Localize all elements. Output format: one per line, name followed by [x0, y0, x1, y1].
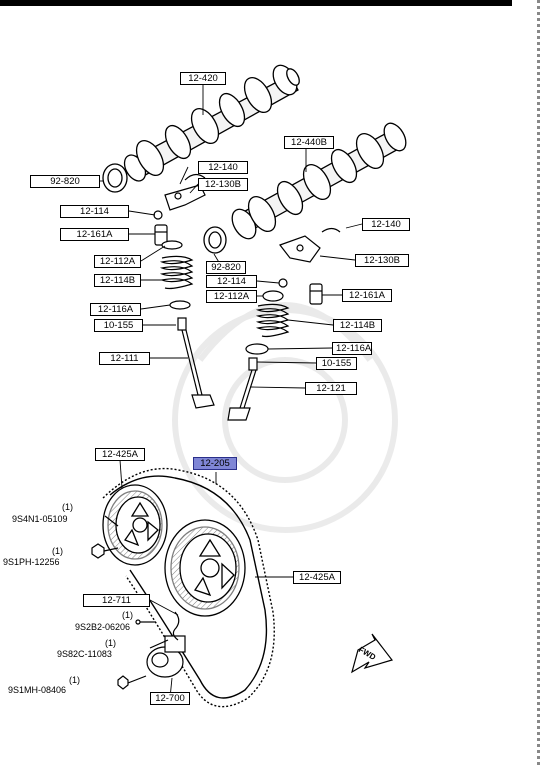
label-rocker-arm-right: 12-130B [355, 254, 409, 267]
cam-sprocket-left [102, 484, 168, 566]
fasteners [91, 515, 169, 690]
leader-lines [100, 84, 363, 699]
watermark [172, 302, 398, 533]
label-adjuster-left: 12-114 [60, 205, 129, 218]
pn-fastener-4: 9S82C-11083 [57, 649, 112, 659]
label-tensioner-spring: 12-711 [83, 594, 150, 607]
label-rocker-arm-top: 12-130B [198, 178, 248, 191]
oil-seal-right [203, 226, 227, 254]
label-spring-seat-left: 12-112A [94, 255, 141, 268]
label-valve-intake: 12-111 [99, 352, 150, 365]
pn-fastener-1: 9S4N1-05109 [12, 514, 68, 524]
label-lash-adjuster-right: 12-140 [362, 218, 410, 231]
label-lifter-right: 12-161A [342, 289, 392, 302]
label-camshaft-intake: 12-420 [180, 72, 226, 85]
qty-fastener-2: (1) [52, 546, 63, 556]
label-oil-seal-left: 92-820 [30, 175, 100, 188]
lifter-left [154, 224, 168, 246]
adjuster-left [153, 210, 163, 220]
label-spring-seat-right: 12-112A [206, 290, 257, 303]
label-valve-guide-left: 10-155 [94, 319, 143, 332]
rocker-arm-right [279, 227, 341, 263]
lifter-right [309, 283, 323, 305]
label-retainer-left: 12-116A [90, 303, 141, 316]
label-sprocket-left: 12-425A [95, 448, 145, 461]
adjuster-right [278, 278, 288, 288]
label-spring-right: 12-114B [333, 319, 382, 332]
label-tensioner: 12-700 [150, 692, 190, 705]
label-lifter-left: 12-161A [60, 228, 129, 241]
valve-assembly-right [227, 290, 290, 421]
camshaft-intake [123, 64, 300, 182]
label-oil-seal-right: 92-820 [206, 261, 246, 274]
label-camshaft-exhaust: 12-440B [284, 136, 334, 149]
fwd-arrow [351, 633, 394, 674]
qty-fastener-1: (1) [62, 502, 73, 512]
pn-fastener-2: 9S1PH-12256 [3, 557, 60, 567]
label-lash-adjuster-top: 12-140 [198, 161, 248, 174]
oil-seal-left [102, 163, 128, 193]
qty-fastener-3: (1) [122, 610, 133, 620]
camshaft-exhaust [231, 122, 407, 240]
label-valve-guide-right: 10-155 [316, 357, 357, 370]
label-retainer-right: 12-116A [332, 342, 372, 355]
page-edge-strip [537, 0, 540, 768]
timing-belt [102, 467, 275, 708]
qty-fastener-4: (1) [105, 638, 116, 648]
page-top-rule [0, 0, 512, 6]
label-adjuster-right: 12-114 [206, 275, 257, 288]
pn-fastener-5: 9S1MH-08406 [8, 685, 67, 695]
label-timing-belt[interactable]: 12-205 [193, 457, 237, 470]
tensioner-assembly [146, 611, 186, 678]
label-sprocket-right: 12-425A [293, 571, 341, 584]
pn-fastener-3: 9S2B2-06206 [75, 622, 131, 632]
label-spring-left: 12-114B [94, 274, 141, 287]
valve-assembly-left [159, 240, 215, 409]
label-valve-exhaust: 12-121 [305, 382, 357, 395]
cam-sprocket-right [164, 519, 246, 617]
qty-fastener-5: (1) [69, 675, 80, 685]
rocker-arm-top [164, 173, 206, 211]
